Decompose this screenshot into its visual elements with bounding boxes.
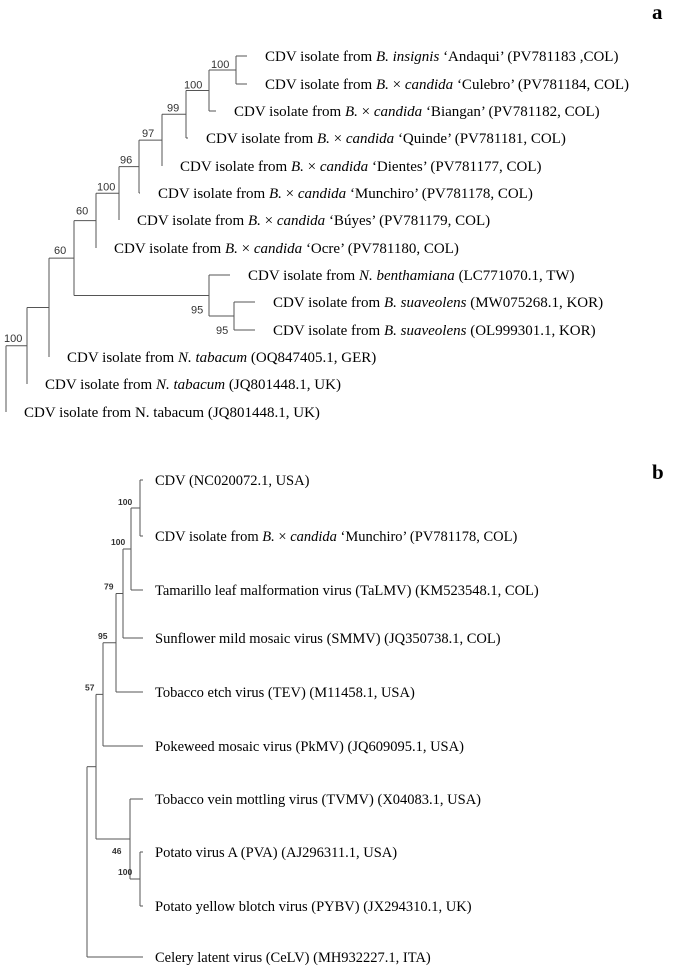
bootstrap-support-value: 46 (112, 846, 122, 856)
tree-leaf-label: Sunflower mild mosaic virus (SMMV) (JQ35… (155, 631, 501, 647)
tree-leaf-label: Tobacco vein mottling virus (TVMV) (X040… (155, 792, 481, 808)
bootstrap-support-value: 60 (76, 206, 88, 218)
bootstrap-support-value: 100 (184, 80, 202, 92)
tree-leaf-label: CDV isolate from B. × candida ‘Quinde’ (… (206, 131, 566, 147)
bootstrap-support-value: 60 (54, 245, 66, 257)
bootstrap-support-value: 79 (104, 582, 114, 592)
tree-leaf-label: CDV isolate from B. × candida ‘Búyes’ (P… (137, 213, 490, 229)
tree-leaf-label: CDV isolate from N. tabacum (JQ801448.1,… (45, 377, 341, 393)
tree-leaf-label: CDV isolate from B. × candida ‘Ocre’ (PV… (114, 241, 459, 257)
tree-leaf-label: Potato yellow blotch virus (PYBV) (JX294… (155, 899, 472, 915)
bootstrap-support-value: 95 (216, 325, 228, 337)
bootstrap-support-value: 100 (118, 867, 132, 877)
bootstrap-support-value: 100 (4, 333, 22, 345)
tree-leaf-label: CDV isolate from B. insignis ‘Andaqui’ (… (265, 49, 618, 65)
tree-leaf-label: CDV isolate from B. × candida ‘Munchiro’… (158, 186, 533, 202)
bootstrap-support-value: 100 (97, 181, 115, 193)
tree-leaf-label: CDV isolate from B. suaveolens (OL999301… (273, 323, 596, 339)
tree-leaf-label: CDV isolate from B. × candida ‘Biangan’ … (234, 104, 600, 120)
bootstrap-support-value: 57 (85, 682, 95, 692)
panel-b-letter: b (652, 460, 664, 484)
tree-leaf-label: Tobacco etch virus (TEV) (M11458.1, USA) (155, 685, 415, 701)
bootstrap-support-value: 99 (167, 102, 179, 114)
bootstrap-support-value: 97 (142, 128, 154, 140)
tree-panel-a: CDV isolate from B. insignis ‘Andaqui’ (… (4, 49, 629, 421)
bootstrap-support-value: 100 (118, 497, 132, 507)
panel-a-letter: a (652, 0, 663, 24)
tree-leaf-label: Tamarillo leaf malformation virus (TaLMV… (155, 583, 539, 599)
bootstrap-support-value: 96 (120, 155, 132, 167)
tree-panel-b: CDV (NC020072.1, USA) CDV isolate from B.… (85, 473, 539, 966)
bootstrap-support-value: 100 (211, 59, 229, 71)
tree-leaf-label: CDV (NC020072.1, USA) (155, 473, 310, 489)
bootstrap-support-value: 100 (111, 537, 125, 547)
tree-leaf-label: CDV isolate from N. tabacum (JQ801448.1,… (24, 405, 320, 421)
bootstrap-support-value: 95 (98, 631, 108, 641)
tree-leaf-label: Pokeweed mosaic virus (PkMV) (JQ609095.1… (155, 739, 464, 755)
tree-leaf-label: Potato virus A (PVA) (AJ296311.1, USA) (155, 845, 397, 861)
tree-leaf-label: Celery latent virus (CeLV) (MH932227.1, … (155, 950, 431, 966)
tree-leaf-label: CDV isolate from B. × candida ‘Munchiro’… (155, 529, 517, 545)
tree-leaf-label: CDV isolate from N. tabacum (OQ847405.1,… (67, 350, 376, 366)
tree-leaf-label: CDV isolate from B. × candida ‘Dientes’ … (180, 159, 542, 175)
tree-leaf-label: CDV isolate from N. benthamiana (LC77107… (248, 268, 575, 284)
bootstrap-support-value: 95 (191, 305, 203, 317)
tree-leaf-label: CDV isolate from B. × candida ‘Culebro’ … (265, 77, 629, 93)
tree-leaf-label: CDV isolate from B. suaveolens (MW075268… (273, 295, 603, 311)
